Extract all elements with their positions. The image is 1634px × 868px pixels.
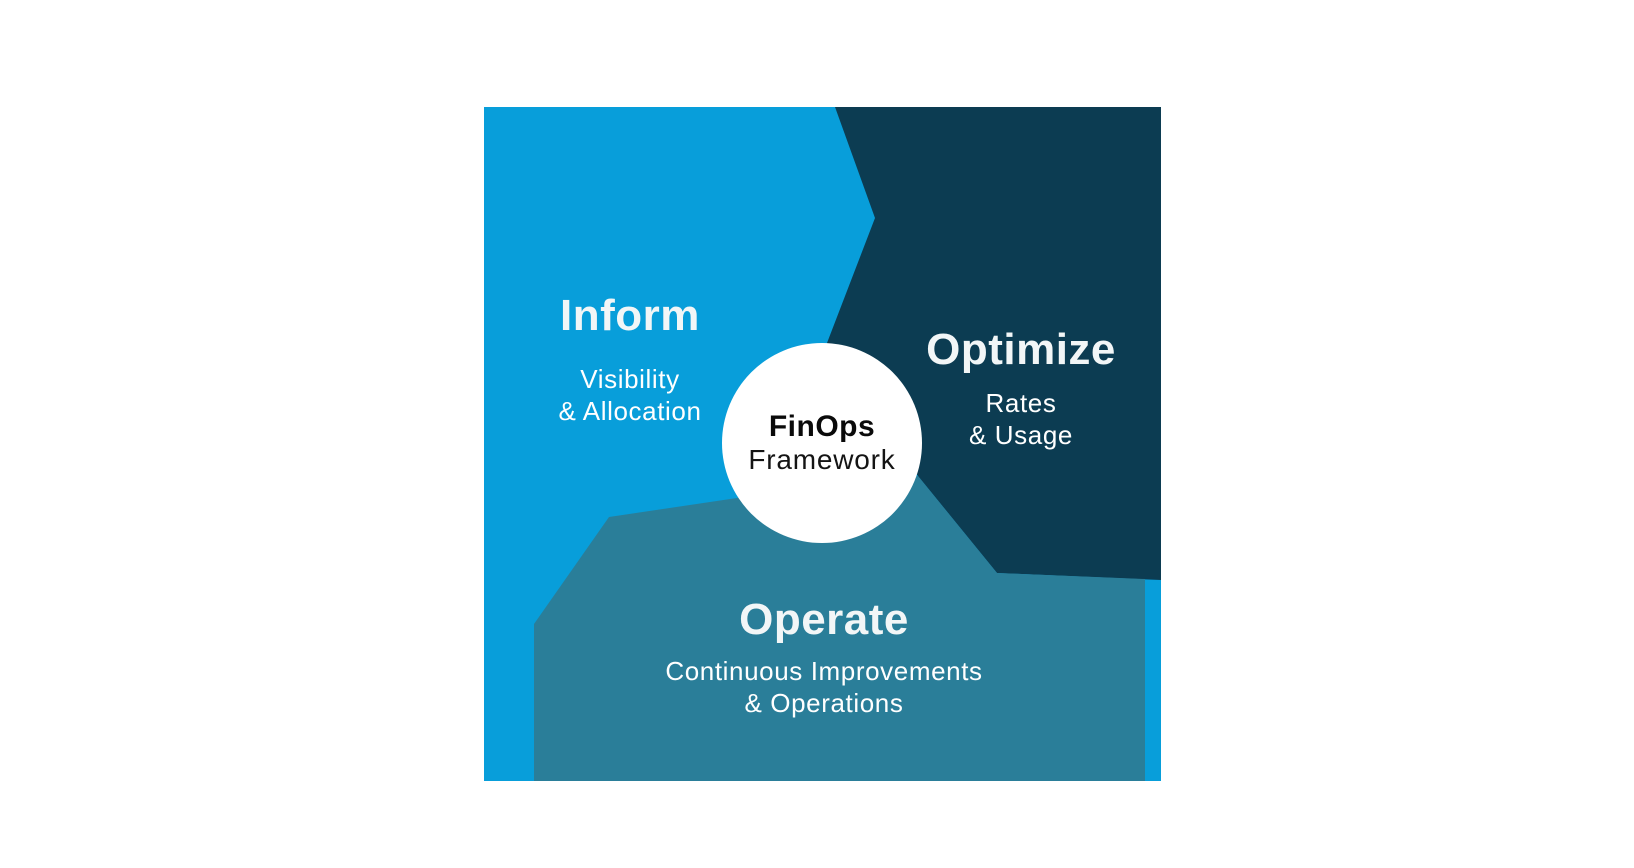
center-label-block: FinOps Framework bbox=[748, 410, 895, 476]
optimize-sublabel: Rates & Usage bbox=[926, 387, 1116, 451]
center-title: FinOps bbox=[768, 410, 876, 443]
inform-label: Inform bbox=[560, 291, 700, 340]
phase-optimize: Optimize Rates & Usage bbox=[926, 326, 1116, 451]
phase-inform: Inform Visibility & Allocation bbox=[558, 292, 701, 427]
operate-region bbox=[534, 476, 1145, 781]
center-subtitle: Framework bbox=[748, 444, 896, 475]
operate-subline-2: & Operations bbox=[744, 688, 904, 718]
optimize-subline-2: & Usage bbox=[969, 420, 1073, 450]
diagram-shapes bbox=[484, 107, 1161, 781]
inform-subline-1: Visibility bbox=[580, 364, 680, 394]
inform-sublabel: Visibility & Allocation bbox=[558, 363, 701, 427]
optimize-subline-1: Rates bbox=[985, 388, 1057, 418]
operate-label: Operate bbox=[739, 595, 909, 644]
inform-subline-2: & Allocation bbox=[558, 396, 702, 426]
finops-framework-diagram: Inform Visibility & Allocation Optimize … bbox=[484, 107, 1161, 781]
operate-sublabel: Continuous Improvements & Operations bbox=[665, 655, 982, 719]
center-circle bbox=[722, 343, 922, 543]
operate-subline-1: Continuous Improvements bbox=[665, 656, 983, 686]
phase-operate: Operate Continuous Improvements & Operat… bbox=[665, 596, 982, 719]
optimize-label: Optimize bbox=[926, 325, 1116, 374]
